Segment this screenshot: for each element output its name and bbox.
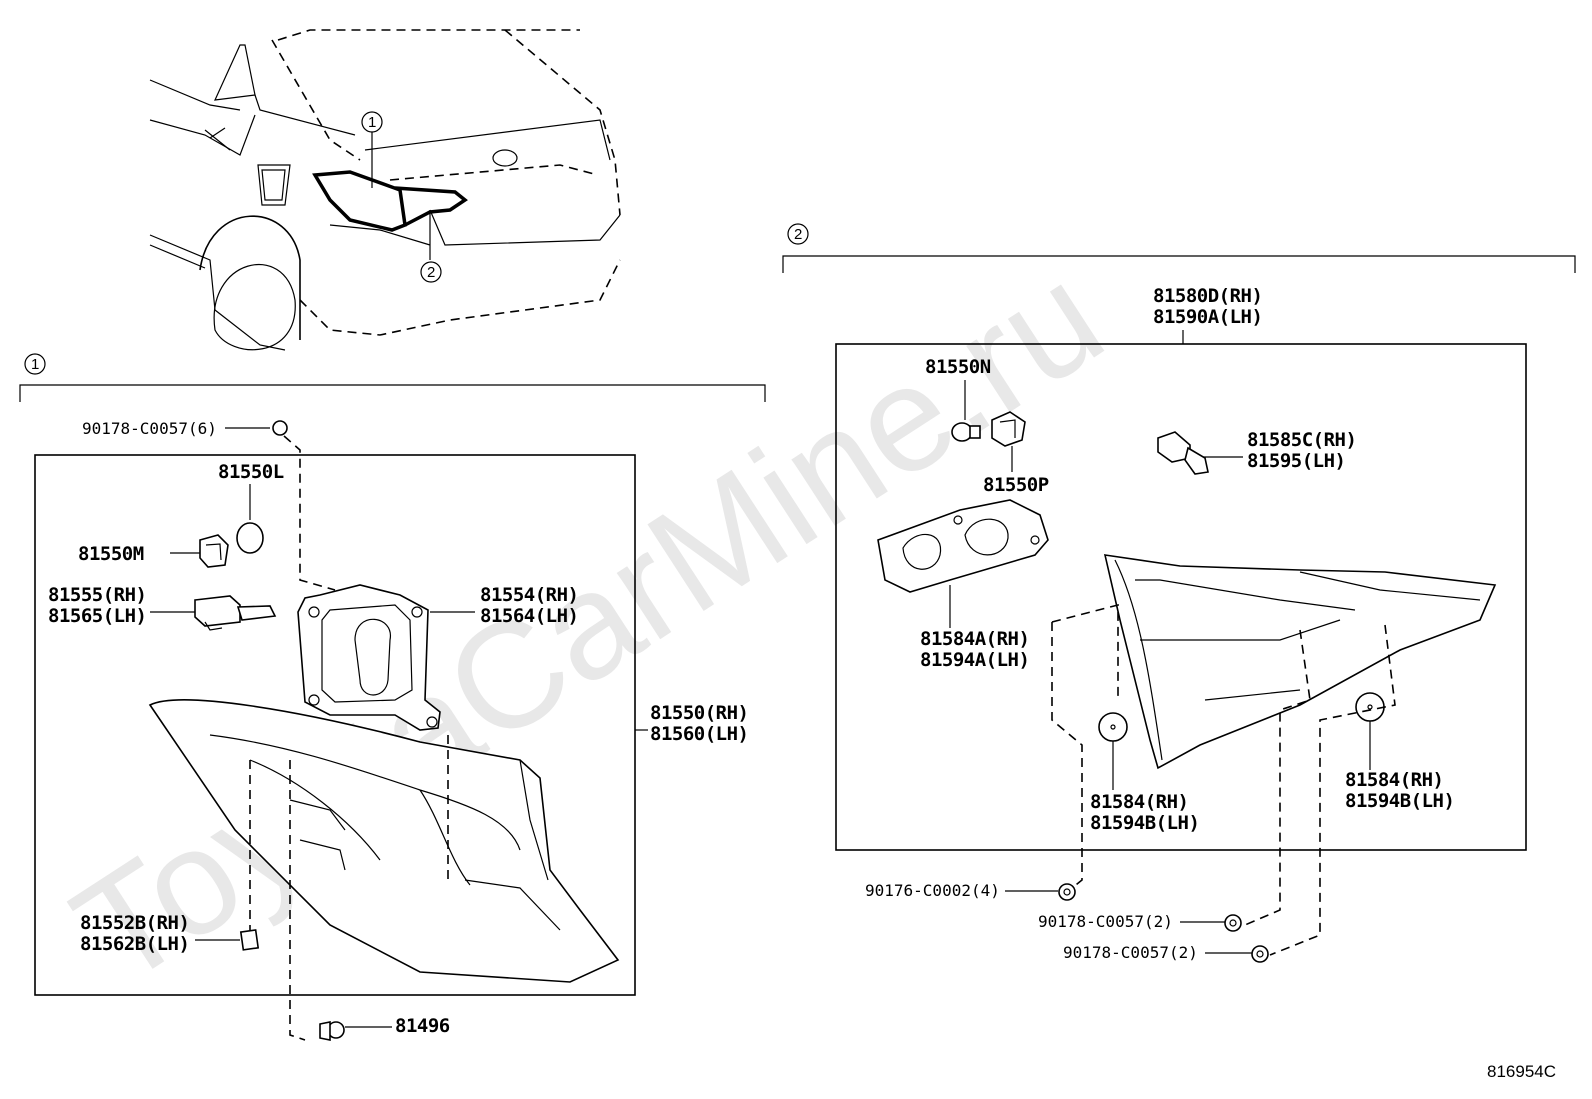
gasket-plate-icon	[877, 499, 1049, 593]
label-90178-c0057-2a: 90178-C0057(2)	[1038, 912, 1173, 931]
label-81560-lh: 81560(LH)	[650, 723, 748, 745]
label-81565-lh: 81565(LH)	[48, 605, 146, 627]
label-81584-rh-mid: 81584(RH)	[1090, 791, 1188, 813]
group-two-callout-icon	[787, 223, 809, 245]
group-one-callout-icon	[24, 353, 46, 375]
callout-two-icon	[420, 261, 442, 283]
nut-icon	[1058, 883, 1076, 901]
label-81562b-lh: 81562B(LH)	[80, 933, 189, 955]
socket-icon	[991, 411, 1026, 447]
label-81552b-rh: 81552B(RH)	[80, 912, 189, 934]
group-two-bracket	[782, 255, 1576, 273]
group-one-frame	[34, 454, 636, 996]
bulb-icon	[236, 522, 264, 554]
group-one-bracket	[19, 384, 766, 402]
group-one: 1 90178-C0057(6) 81550L 81550M 81555(RH)…	[19, 353, 766, 1041]
callout-one-label: 1	[368, 114, 376, 131]
label-81594b-lh-mid: 81594B(LH)	[1090, 812, 1199, 834]
group-two-callout-label: 2	[794, 226, 802, 243]
label-81555-rh: 81555(RH)	[48, 584, 146, 606]
tail-lamp-assembly-icon	[148, 699, 620, 983]
label-81595-lh: 81595(LH)	[1247, 450, 1345, 472]
label-81580d-rh: 81580D(RH)	[1153, 285, 1262, 307]
label-81590a-lh: 81590A(LH)	[1153, 306, 1262, 328]
label-81585c-rh: 81585C(RH)	[1247, 429, 1356, 451]
label-81594b-lh-right: 81594B(LH)	[1345, 790, 1454, 812]
grommet-icon	[319, 1021, 345, 1041]
label-81584-rh-right: 81584(RH)	[1345, 769, 1443, 791]
label-81550p: 81550P	[983, 474, 1049, 496]
label-81554-rh: 81554(RH)	[480, 584, 578, 606]
label-81496: 81496	[395, 1015, 450, 1037]
label-81550n: 81550N	[925, 356, 991, 378]
label-81564-lh: 81564(LH)	[480, 605, 578, 627]
pad-icon	[239, 929, 260, 951]
label-90178-c0057-6: 90178-C0057(6)	[82, 419, 217, 438]
clip-icon	[1224, 914, 1242, 932]
socket-icon	[199, 534, 229, 568]
label-81594a-lh: 81594A(LH)	[920, 649, 1029, 671]
connector-icon	[1157, 431, 1209, 475]
label-81550-rh: 81550(RH)	[650, 702, 748, 724]
group-two-frame	[835, 343, 1527, 851]
clip-icon	[1098, 712, 1128, 742]
callout-two-label: 2	[427, 264, 435, 281]
clip-icon	[1251, 945, 1269, 963]
clip-icon	[272, 420, 288, 436]
group-two: 2 81580D(RH) 81590A(LH) 81550N 81550P 81…	[782, 223, 1576, 963]
label-81584a-rh: 81584A(RH)	[920, 628, 1029, 650]
label-90178-c0057-2b: 90178-C0057(2)	[1063, 943, 1198, 962]
connector-icon	[194, 595, 241, 627]
diagram-code: 816954C	[1487, 1062, 1556, 1081]
car-overview: 1 2	[149, 29, 621, 351]
label-90176-c0002-4: 90176-C0002(4)	[865, 881, 1000, 900]
wedge-bulb-icon	[951, 422, 981, 442]
callout-one-icon	[361, 111, 383, 133]
label-81550l: 81550L	[218, 461, 284, 483]
group-one-callout-label: 1	[31, 356, 39, 373]
inner-lamp-assembly-icon	[1103, 554, 1497, 770]
label-81550m: 81550M	[78, 543, 144, 565]
clip-icon	[1355, 692, 1385, 722]
